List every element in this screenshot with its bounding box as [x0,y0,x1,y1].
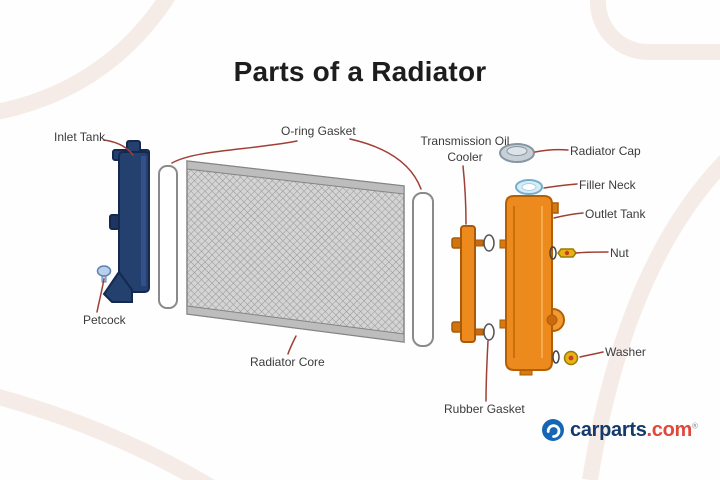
leader-lines [96,138,609,402]
label-filler-neck: Filler Neck [579,178,636,192]
leader-petcock [96,278,105,313]
outlet-tank-part [499,195,565,376]
leader-filler-neck [543,183,578,189]
leader-radiator-core [287,335,297,355]
carparts-logo-text: carparts.com® [570,419,698,442]
label-petcock: Petcock [83,313,126,327]
inlet-tank-part [102,140,150,303]
label-transmission-oil-cooler: Transmission Oil Cooler [420,134,510,164]
leader-outlet-tank [553,212,584,219]
radiator-cap-part [499,143,535,163]
logo-brand: carparts [570,418,647,441]
label-nut: Nut [610,246,629,260]
label-washer: Washer [605,345,646,359]
radiator-core-part [186,160,405,343]
filler-neck-part [515,179,543,195]
washer-part [552,350,579,366]
leader-oring-left [171,140,298,164]
carparts-logo: carparts.com® [541,418,698,442]
label-rubber-gasket: Rubber Gasket [444,402,525,416]
leader-oil-cooler [462,165,467,225]
leader-washer [579,351,604,358]
carparts-swirl-icon [542,419,564,441]
leader-rubber-gasket [485,340,489,402]
leader-oring-right [349,138,422,190]
transmission-oil-cooler-part [451,225,484,343]
rubber-gasket-parts [483,234,495,341]
page-title: Parts of a Radiator [233,56,487,87]
logo-registered-mark: ® [692,420,698,430]
label-o-ring-gasket: O-ring Gasket [281,124,356,138]
nut-part [549,246,577,260]
o-ring-gasket-right-part [412,192,434,347]
o-ring-gasket-left-part [158,165,178,309]
leader-radiator-cap [534,148,569,153]
label-inlet-tank: Inlet Tank [54,130,106,144]
logo-suffix: .com [646,418,693,441]
label-radiator-core: Radiator Core [250,355,325,369]
leader-nut [575,251,609,254]
label-radiator-cap: Radiator Cap [570,144,641,158]
leader-inlet-tank [103,139,134,156]
label-outlet-tank: Outlet Tank [585,207,646,221]
